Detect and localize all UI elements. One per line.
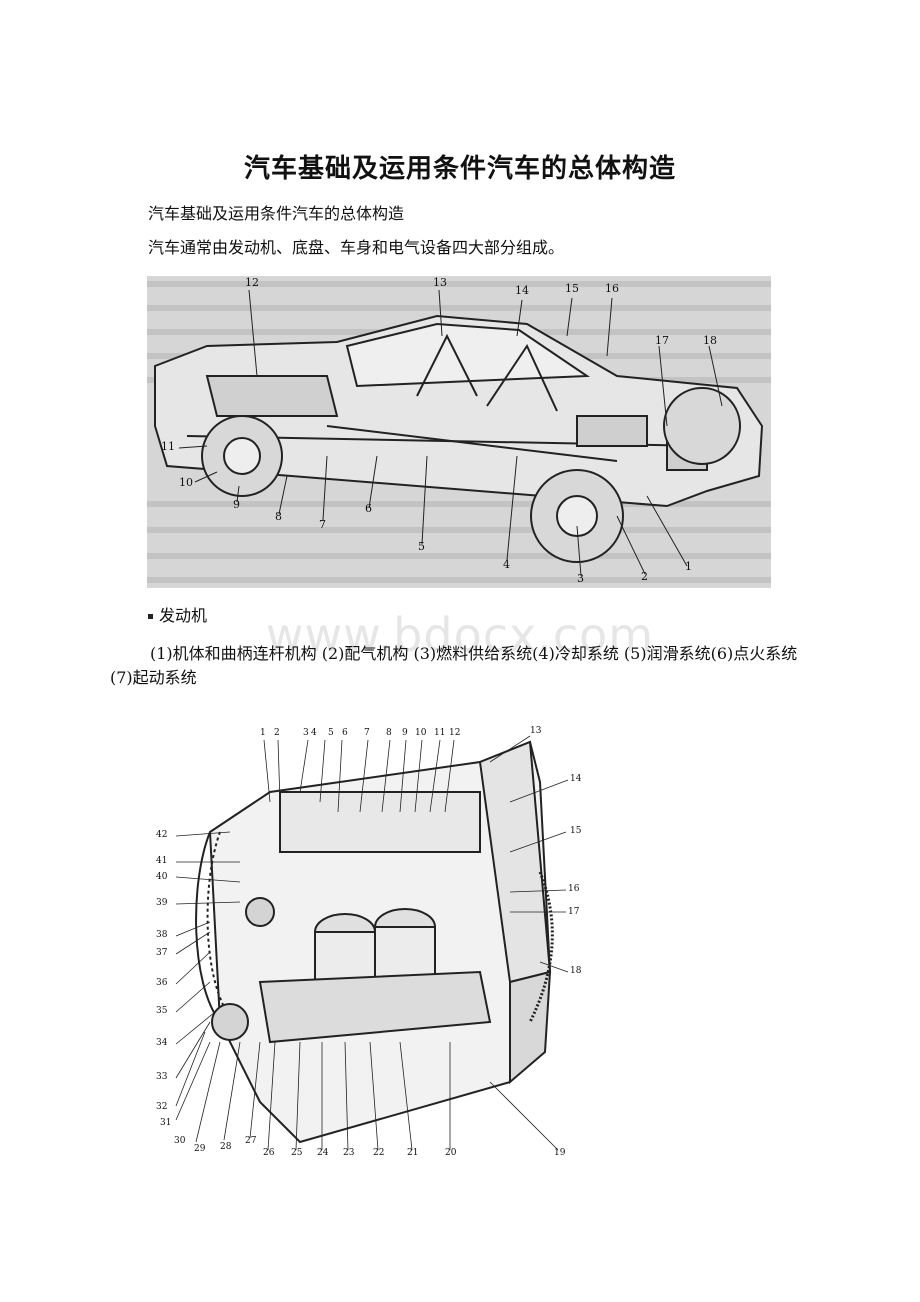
car-callout-9: 9 [233, 498, 240, 511]
car-callout-1: 1 [685, 560, 692, 573]
engine-callout-25: 25 [291, 1148, 303, 1158]
engine-callout-30: 30 [174, 1136, 186, 1146]
engine-callout-23: 23 [343, 1148, 355, 1158]
engine-callout-38: 38 [156, 930, 168, 940]
engine-callout-15: 15 [570, 826, 582, 836]
engine-callout-40: 40 [156, 872, 168, 882]
engine-callout-20: 20 [445, 1148, 457, 1158]
engine-callout-8: 8 [386, 728, 392, 738]
engine-callout-9: 9 [402, 728, 408, 738]
engine-callout-22: 22 [373, 1148, 385, 1158]
engine-callout-2: 2 [274, 728, 280, 738]
car-callout-17: 17 [655, 334, 669, 347]
car-structure-drawing [147, 281, 771, 583]
engine-cutaway-drawing [175, 735, 569, 1151]
engine-callout-19: 19 [554, 1148, 566, 1158]
car-callout-11: 11 [161, 440, 175, 453]
engine-callout-1: 1 [260, 728, 266, 738]
car-callout-6: 6 [365, 502, 372, 515]
engine-callout-14: 14 [570, 774, 582, 784]
engine-callout-36: 36 [156, 978, 168, 988]
engine-callout-29: 29 [194, 1144, 206, 1154]
car-callout-14: 14 [515, 284, 529, 297]
engine-callout-41: 41 [156, 856, 168, 866]
section-heading-label: 发动机 [159, 606, 208, 625]
engine-callout-11: 11 [434, 728, 446, 738]
document-title: 汽车基础及运用条件汽车的总体构造 [243, 154, 676, 184]
engine-callout-18: 18 [570, 966, 582, 976]
engine-callout-34: 34 [156, 1038, 168, 1048]
car-callout-8: 8 [275, 510, 282, 523]
engine-callout-6: 6 [342, 728, 348, 738]
engine-callout-16: 16 [568, 884, 580, 894]
engine-callout-12: 12 [449, 728, 461, 738]
engine-callout-7: 7 [364, 728, 370, 738]
intro-paragraph: 汽车通常由发动机、底盘、车身和电气设备四大部分组成。 [148, 238, 565, 257]
car-callout-3: 3 [577, 572, 584, 585]
engine-callout-10: 10 [415, 728, 427, 738]
bullet-icon [148, 614, 153, 619]
engine-callout-31: 31 [160, 1118, 172, 1128]
car-callout-4: 4 [503, 558, 510, 571]
car-callout-2: 2 [641, 570, 648, 583]
engine-systems-list: (1)机体和曲柄连杆机构 (2)配气机构 (3)燃料供给系统(4)冷却系统 (5… [110, 644, 798, 687]
car-callout-15: 15 [565, 282, 579, 295]
engine-callout-4: 4 [311, 728, 317, 738]
engine-callout-32: 32 [156, 1102, 168, 1112]
engine-callout-33: 33 [156, 1072, 168, 1082]
car-callout-12: 12 [245, 276, 259, 289]
engine-callout-3: 3 [303, 728, 309, 738]
engine-callout-35: 35 [156, 1006, 168, 1016]
subtitle-line: 汽车基础及运用条件汽车的总体构造 [148, 204, 405, 223]
engine-callout-24: 24 [317, 1148, 329, 1158]
car-structure-figure: 12 13 14 15 16 17 18 11 10 9 8 7 6 5 4 3… [147, 276, 771, 588]
car-callout-18: 18 [703, 334, 717, 347]
engine-callout-27: 27 [245, 1136, 257, 1146]
engine-callout-28: 28 [220, 1142, 232, 1152]
car-callout-7: 7 [319, 518, 326, 531]
engine-callout-26: 26 [263, 1148, 275, 1158]
engine-callout-21: 21 [407, 1148, 419, 1158]
car-callout-10: 10 [179, 476, 193, 489]
car-callout-16: 16 [605, 282, 619, 295]
section-heading: 发动机 [148, 604, 207, 628]
engine-cutaway-figure: 1 2 3 4 5 6 7 8 9 10 11 12 13 14 15 16 1… [150, 722, 590, 1162]
engine-callout-17: 17 [568, 907, 580, 917]
engine-callout-42: 42 [156, 830, 168, 840]
engine-callout-13: 13 [530, 726, 542, 736]
car-callout-13: 13 [433, 276, 447, 289]
car-callout-5: 5 [418, 540, 425, 553]
engine-callout-39: 39 [156, 898, 168, 908]
engine-callout-37: 37 [156, 948, 168, 958]
engine-callout-5: 5 [328, 728, 334, 738]
